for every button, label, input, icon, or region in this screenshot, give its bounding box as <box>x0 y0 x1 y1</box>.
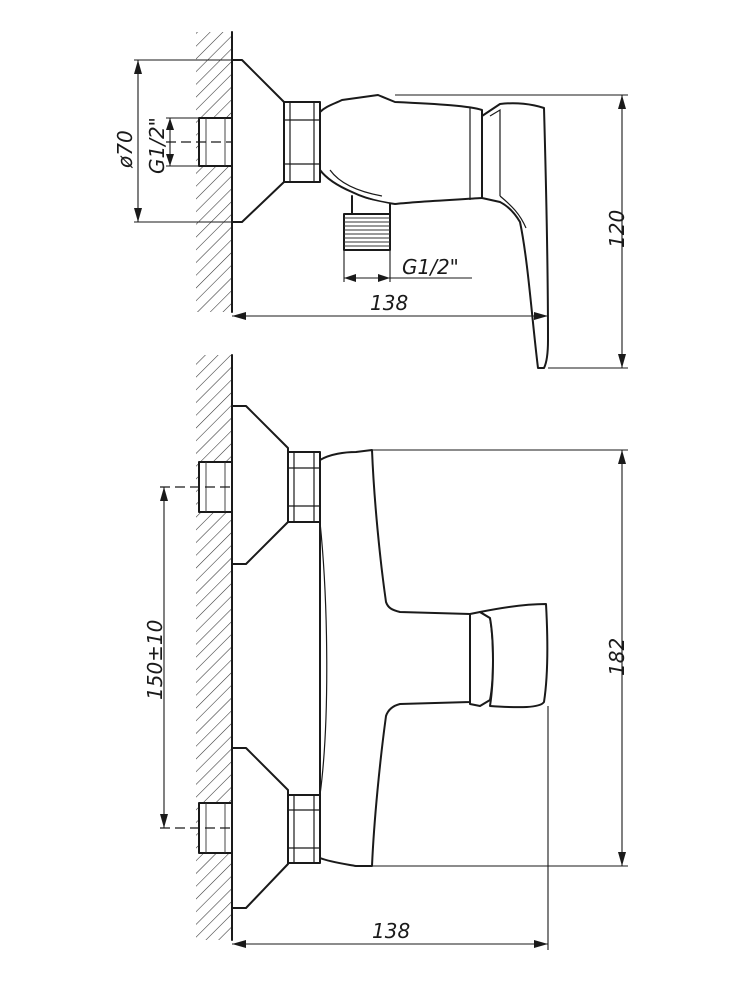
top-diameter-dimension: ø70 <box>113 59 232 223</box>
front-upper-escutcheon <box>231 405 289 565</box>
front-upper-hex-nut <box>287 451 321 523</box>
top-escutcheon <box>231 59 285 223</box>
front-handle-base <box>469 611 494 707</box>
front-lower-escutcheon <box>231 747 289 909</box>
front-view: 150±10 182 138 <box>143 354 629 950</box>
front-depth-label: 138 <box>372 919 410 943</box>
top-outlet-thread-dimension: G1/2" <box>343 250 472 282</box>
top-lever-handle <box>481 102 549 369</box>
top-height-dimension: 120 <box>395 94 629 369</box>
front-height-dimension: 182 <box>372 449 629 867</box>
top-height-label: 120 <box>605 210 629 248</box>
front-mixer-body <box>319 449 471 867</box>
top-view: ø70 G1/2" G1/2" 138 <box>113 31 629 369</box>
top-depth-dimension: 138 <box>232 291 548 320</box>
top-outlet-thread <box>343 213 391 251</box>
front-spacing-dimension: 150±10 <box>143 487 168 828</box>
front-depth-dimension: 138 <box>232 706 549 950</box>
top-inlet-thread-dimension: G1/2" <box>145 117 199 174</box>
top-depth-label: 138 <box>370 291 408 315</box>
top-mixer-body <box>319 94 483 205</box>
top-outlet-thread-label: G1/2" <box>402 255 459 279</box>
top-diameter-label: ø70 <box>113 130 137 169</box>
top-wall-hatch <box>196 32 232 312</box>
front-lever-handle <box>479 603 549 709</box>
front-spacing-label: 150±10 <box>143 620 167 700</box>
front-lower-hex-nut <box>287 794 321 864</box>
top-inlet-thread-label: G1/2" <box>145 117 169 174</box>
front-height-label: 182 <box>605 638 629 676</box>
